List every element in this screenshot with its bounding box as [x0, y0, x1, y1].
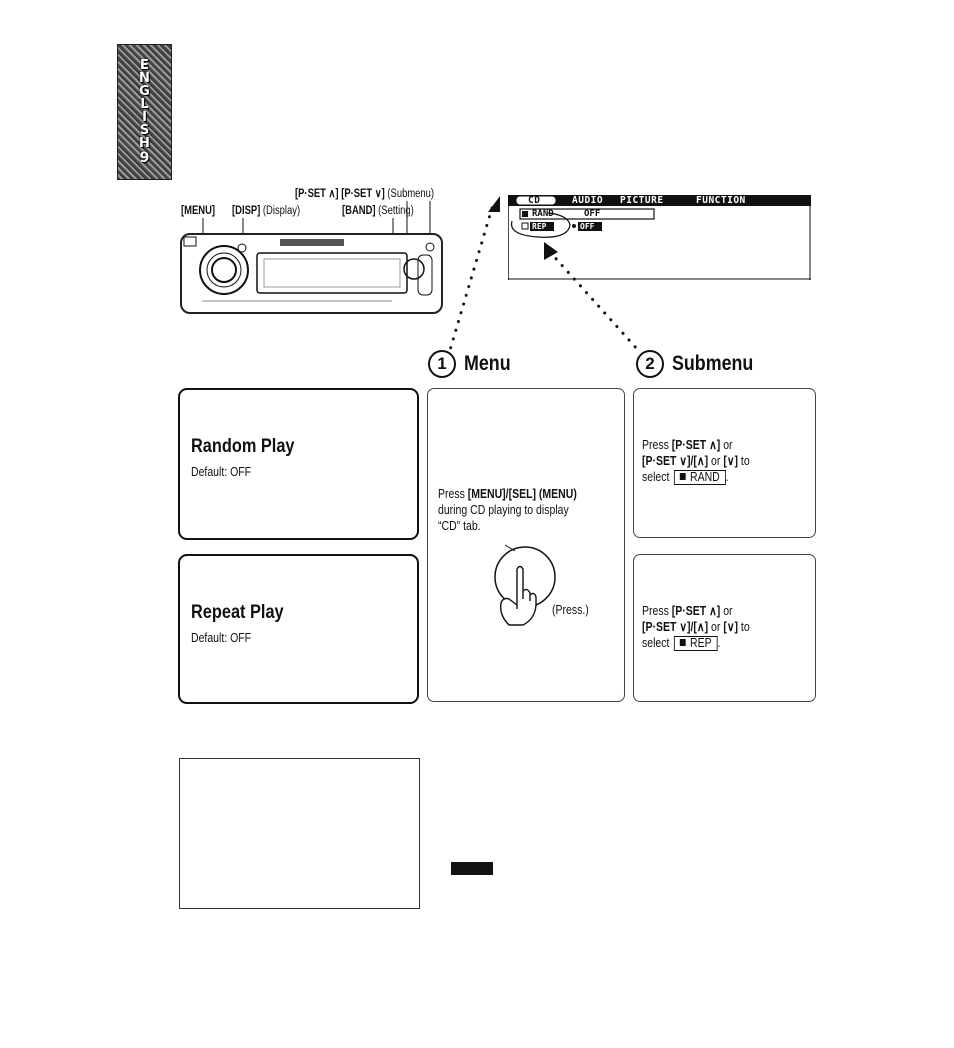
- submenu-rand-text: Press [P·SET ∧] or [P·SET ∨]/[∧] or [∨] …: [642, 438, 750, 485]
- text-or: or: [723, 604, 733, 618]
- step-number: 1: [428, 350, 456, 378]
- rand-key-label: RAND: [689, 470, 720, 484]
- menu-instruction-text: Press [MENU]/[SEL] (MENU) during CD play…: [438, 486, 577, 534]
- press-note: (Press.): [552, 603, 589, 617]
- menu-screen: CD AUDIO PICTURE FUNCTION RAND OFF REP O…: [508, 195, 811, 280]
- row-rand-value: OFF: [584, 209, 601, 219]
- car-stereo-drawing: [183, 236, 435, 302]
- random-play-default: Default: OFF: [191, 465, 252, 479]
- text-or: or: [723, 438, 733, 452]
- setting-label: (Setting): [378, 205, 414, 217]
- text-select: select: [642, 636, 670, 650]
- text-press: Press: [642, 438, 669, 452]
- text-to: to: [740, 454, 750, 468]
- text-select: select: [642, 470, 670, 484]
- text-or: or: [711, 620, 721, 634]
- lang-letter: E: [140, 58, 149, 73]
- lang-letter: H: [139, 136, 150, 151]
- text-press: Press: [642, 604, 669, 618]
- repeat-play-box: Repeat Play Default: OFF: [178, 554, 419, 704]
- key-pset-up: [P·SET ∧]: [671, 438, 721, 452]
- note-box: [179, 758, 420, 909]
- instruction-line2: during CD playing to display: [438, 503, 569, 517]
- tab-picture: PICTURE: [620, 195, 664, 206]
- square-icon: [679, 639, 686, 646]
- row-rep-label: REP: [532, 222, 547, 231]
- display-label: (Display): [262, 205, 301, 217]
- tab-function: FUNCTION: [696, 195, 746, 206]
- lang-letter: L: [140, 97, 149, 112]
- note-label-block: [451, 862, 493, 875]
- disp-callout: [DISP] (Display): [232, 205, 300, 217]
- random-play-title: Random Play: [191, 436, 295, 457]
- menu-sel-keys: [MENU]/[SEL] (MENU): [467, 487, 577, 501]
- menu-instruction-box: Press [MENU]/[SEL] (MENU) during CD play…: [427, 388, 625, 702]
- menu-screen-frame: [508, 195, 811, 280]
- menu-callout: [MENU]: [181, 205, 215, 217]
- page-number: 9: [139, 150, 150, 166]
- lang-letter: I: [142, 110, 147, 125]
- submenu-rep-text: Press [P·SET ∧] or [P·SET ∨]/[∧] or [∨] …: [642, 604, 750, 651]
- row-rand-label: RAND: [532, 209, 554, 219]
- pset-callout: [P·SET ∧] [P·SET ∨] (Submenu): [295, 186, 434, 200]
- lang-letter: S: [139, 123, 150, 138]
- step-submenu-heading: 2 Submenu: [636, 350, 768, 378]
- key-pset-down: [P·SET ∨]/[∧]: [642, 620, 709, 634]
- submenu-rep-box: Press [P·SET ∧] or [P·SET ∨]/[∧] or [∨] …: [633, 554, 816, 702]
- row-rep-value: OFF: [580, 222, 595, 231]
- rep-key-label: REP: [689, 636, 712, 650]
- language-tab: E N G L I S H 9: [117, 44, 172, 180]
- submenu-rand-box: Press [P·SET ∧] or [P·SET ∨]/[∧] or [∨] …: [633, 388, 816, 538]
- step-label: Menu: [464, 352, 511, 375]
- instruction-line3: “CD” tab.: [438, 519, 481, 533]
- repeat-play-title: Repeat Play: [191, 602, 284, 623]
- press-knob-illustration: [494, 544, 556, 626]
- key-down: [∨]: [723, 620, 739, 634]
- lang-letter: N: [139, 71, 150, 86]
- text-or: or: [711, 454, 721, 468]
- rep-key-box: REP: [674, 636, 718, 651]
- random-play-box: Random Play Default: OFF: [178, 388, 419, 540]
- text-to: to: [740, 620, 750, 634]
- tab-audio: AUDIO: [572, 195, 604, 206]
- square-icon: [679, 473, 686, 480]
- press-word: Press: [438, 487, 465, 501]
- step-label: Submenu: [672, 352, 754, 375]
- key-down: [∨]: [723, 454, 739, 468]
- key-pset-up: [P·SET ∧]: [671, 604, 721, 618]
- step-menu-heading: 1 Menu: [428, 350, 519, 378]
- disp-key: [DISP]: [232, 205, 261, 217]
- tab-cd: CD: [528, 195, 541, 206]
- key-pset-down: [P·SET ∨]/[∧]: [642, 454, 709, 468]
- band-key: [BAND]: [342, 205, 376, 217]
- repeat-play-default: Default: OFF: [191, 631, 252, 645]
- car-stereo-unit: [180, 233, 443, 314]
- band-callout: [BAND] (Setting): [342, 205, 414, 217]
- step-number: 2: [636, 350, 664, 378]
- rand-key-box: RAND: [674, 470, 726, 485]
- dotted-connectors: [448, 196, 640, 352]
- pset-keys: [P·SET ∧] [P·SET ∨]: [295, 188, 385, 200]
- menu-key: [MENU]: [181, 205, 216, 217]
- lang-letter: G: [139, 84, 150, 99]
- submenu-label: (Submenu): [387, 188, 435, 200]
